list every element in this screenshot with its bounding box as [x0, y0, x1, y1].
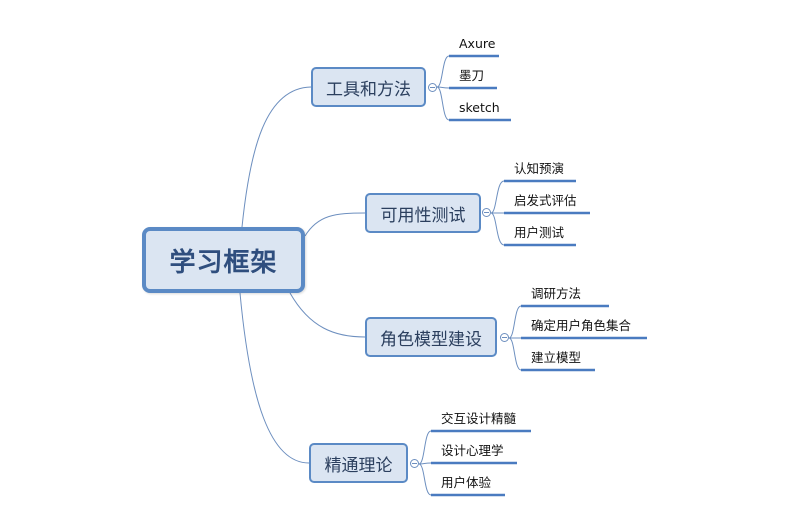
collapse-toggle-icon[interactable] [410, 459, 419, 468]
connector-line [490, 212, 505, 246]
connector-line [508, 337, 522, 371]
branch-label: 可用性测试 [380, 205, 466, 226]
connector-line [418, 430, 432, 465]
collapse-toggle-icon[interactable] [482, 208, 491, 217]
collapse-toggle-icon[interactable] [428, 83, 437, 92]
branch-node-usability-test[interactable]: 可用性测试 [365, 193, 481, 233]
root-node-label: 学习框架 [169, 247, 278, 278]
leaf-item[interactable]: 确定用户角色集合 [531, 318, 632, 333]
connector-line [239, 292, 310, 464]
leaf-item[interactable]: 设计心理学 [441, 443, 504, 458]
branch-label: 工具和方法 [326, 79, 411, 100]
connector-line [418, 463, 432, 496]
leaf-item[interactable]: 墨刀 [459, 68, 485, 83]
branch-node-theory[interactable]: 精通理论 [309, 443, 408, 483]
connector-line [436, 55, 450, 88]
leaf-item[interactable]: 建立模型 [531, 350, 582, 365]
branch-node-persona-model[interactable]: 角色模型建设 [365, 317, 497, 357]
connector-line [241, 86, 312, 228]
collapse-toggle-icon[interactable] [500, 333, 509, 342]
connector-line [304, 212, 366, 237]
branch-label: 角色模型建设 [380, 329, 482, 350]
root-node[interactable]: 学习框架 [142, 227, 305, 293]
leaf-item[interactable]: sketch [459, 100, 500, 115]
leaf-item[interactable]: 交互设计精髓 [441, 411, 517, 426]
branch-label: 精通理论 [324, 455, 393, 476]
leaf-item[interactable]: 调研方法 [531, 286, 582, 301]
connector-line [508, 305, 522, 339]
connector-line [436, 86, 450, 121]
leaf-item[interactable]: 用户体验 [441, 475, 492, 490]
leaf-item[interactable]: 启发式评估 [514, 193, 577, 208]
leaf-item[interactable]: Axure [459, 36, 496, 51]
connector-line [289, 292, 366, 338]
leaf-item[interactable]: 认知预演 [514, 161, 565, 176]
connector-line [490, 180, 505, 214]
branch-node-tools[interactable]: 工具和方法 [311, 67, 426, 107]
leaf-item[interactable]: 用户测试 [514, 225, 565, 240]
